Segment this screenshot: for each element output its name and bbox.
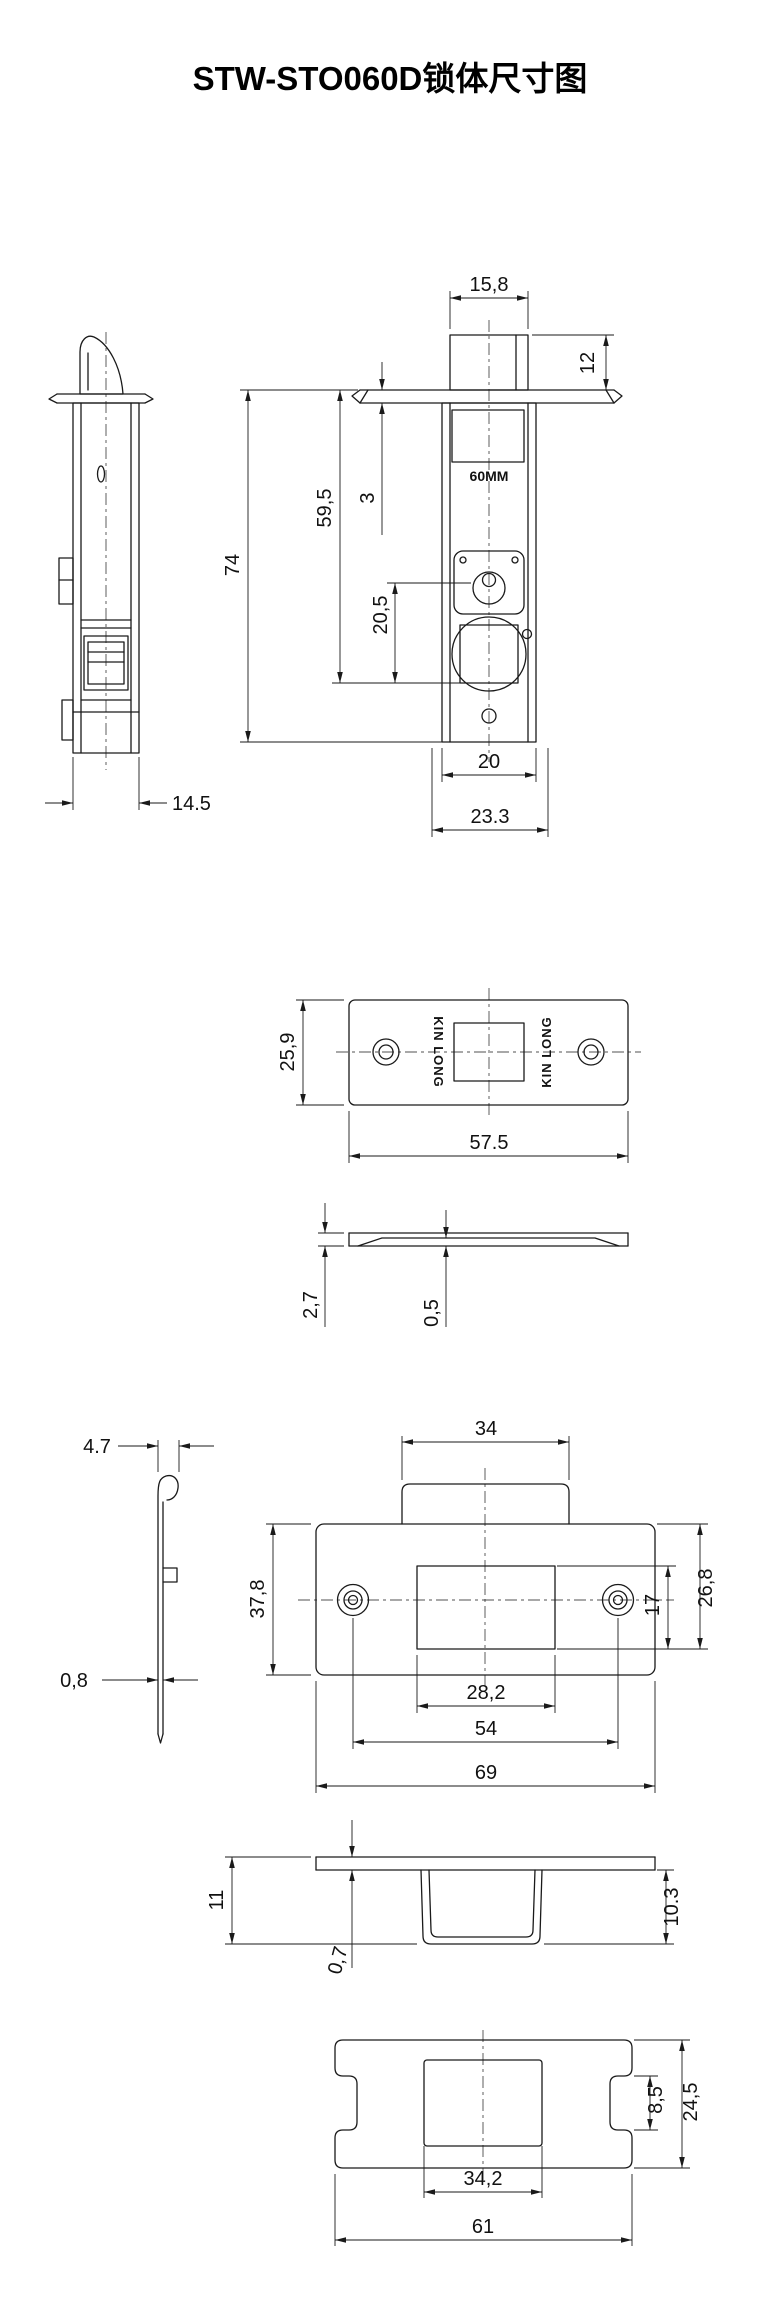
dim-body-depth: 23.3 (471, 806, 510, 828)
strike-dust-box-top (401, 1483, 570, 1525)
spring-plate-outline (157, 1474, 179, 1735)
view-strike-side: 11 0,7 10.3 (206, 1820, 683, 1977)
dim-latch-height: 12 (577, 352, 599, 374)
dim-spring-thickness: 0,8 (60, 1670, 88, 1692)
dustbox-plate-outline (334, 2039, 633, 2169)
dim-box-height: 11 (206, 1890, 228, 1911)
strike-plate-outline (315, 1523, 656, 1676)
dim-latch-width: 15,8 (470, 274, 509, 296)
dim-faceplate-width: 57.5 (470, 1132, 509, 1154)
view-faceplate-edge: 2,7 0,5 (300, 1203, 629, 1327)
dim-side-thickness: 14.5 (172, 793, 211, 815)
dim-strike-height: 37,8 (247, 1580, 269, 1619)
strike-bolt-hole (416, 1565, 556, 1650)
dim-strike-width: 69 (475, 1762, 497, 1784)
dust-box-outline (420, 1869, 543, 1945)
faceplate-outline (348, 999, 629, 1106)
dim-total-height: 74 (222, 554, 244, 576)
view-latch-side: 14.5 (45, 332, 211, 815)
dim-plate-height: 24,5 (680, 2083, 702, 2122)
view-faceplate-front: KIN LONG KIN LONG 25,9 57.5 (277, 988, 641, 1163)
dim-screw-centers: 54 (475, 1718, 497, 1740)
dim-dustbox-width: 34 (475, 1418, 497, 1440)
dim-flange-to-spindle: 59,5 (314, 489, 336, 528)
dim-faceplate-sheet: 0,5 (421, 1299, 443, 1327)
page-title: STW-STO060D锁体尺寸图 (193, 60, 588, 97)
dim-plate-width: 61 (472, 2216, 494, 2238)
dim-box-depth: 10.3 (661, 1888, 683, 1927)
dim-strike-hole-height: 17 (642, 1594, 664, 1616)
dim-strike-hole-width: 28,2 (467, 1682, 506, 1704)
dim-faceplate-thickness: 2,7 (300, 1291, 322, 1319)
view-strike-front: 34 37,8 17 26,8 28,2 54 69 (247, 1418, 717, 1793)
dim-body-width: 20 (478, 751, 500, 773)
dim-spring-hook: 4.7 (83, 1436, 111, 1458)
view-lockbody-front: 60MM 15,8 12 3 59,5 74 20, (222, 274, 623, 837)
dim-cyl-to-spindle: 20,5 (370, 596, 392, 635)
dim-sheet-thickness: 0,7 (324, 1944, 352, 1977)
dim-plate-hole-width: 34,2 (464, 2168, 503, 2190)
dim-strike-edge-height: 26,8 (695, 1569, 717, 1608)
dim-faceplate-height: 25,9 (277, 1033, 299, 1072)
latch-bolt-side-outline (79, 335, 124, 395)
dim-flange-offset: 3 (357, 492, 379, 503)
view-dustbox-plate: 8,5 24,5 34,2 61 (334, 2030, 702, 2246)
dim-plate-notch-height: 8,5 (645, 2086, 667, 2114)
view-spring-plate: 4.7 0,8 (60, 1436, 214, 1744)
